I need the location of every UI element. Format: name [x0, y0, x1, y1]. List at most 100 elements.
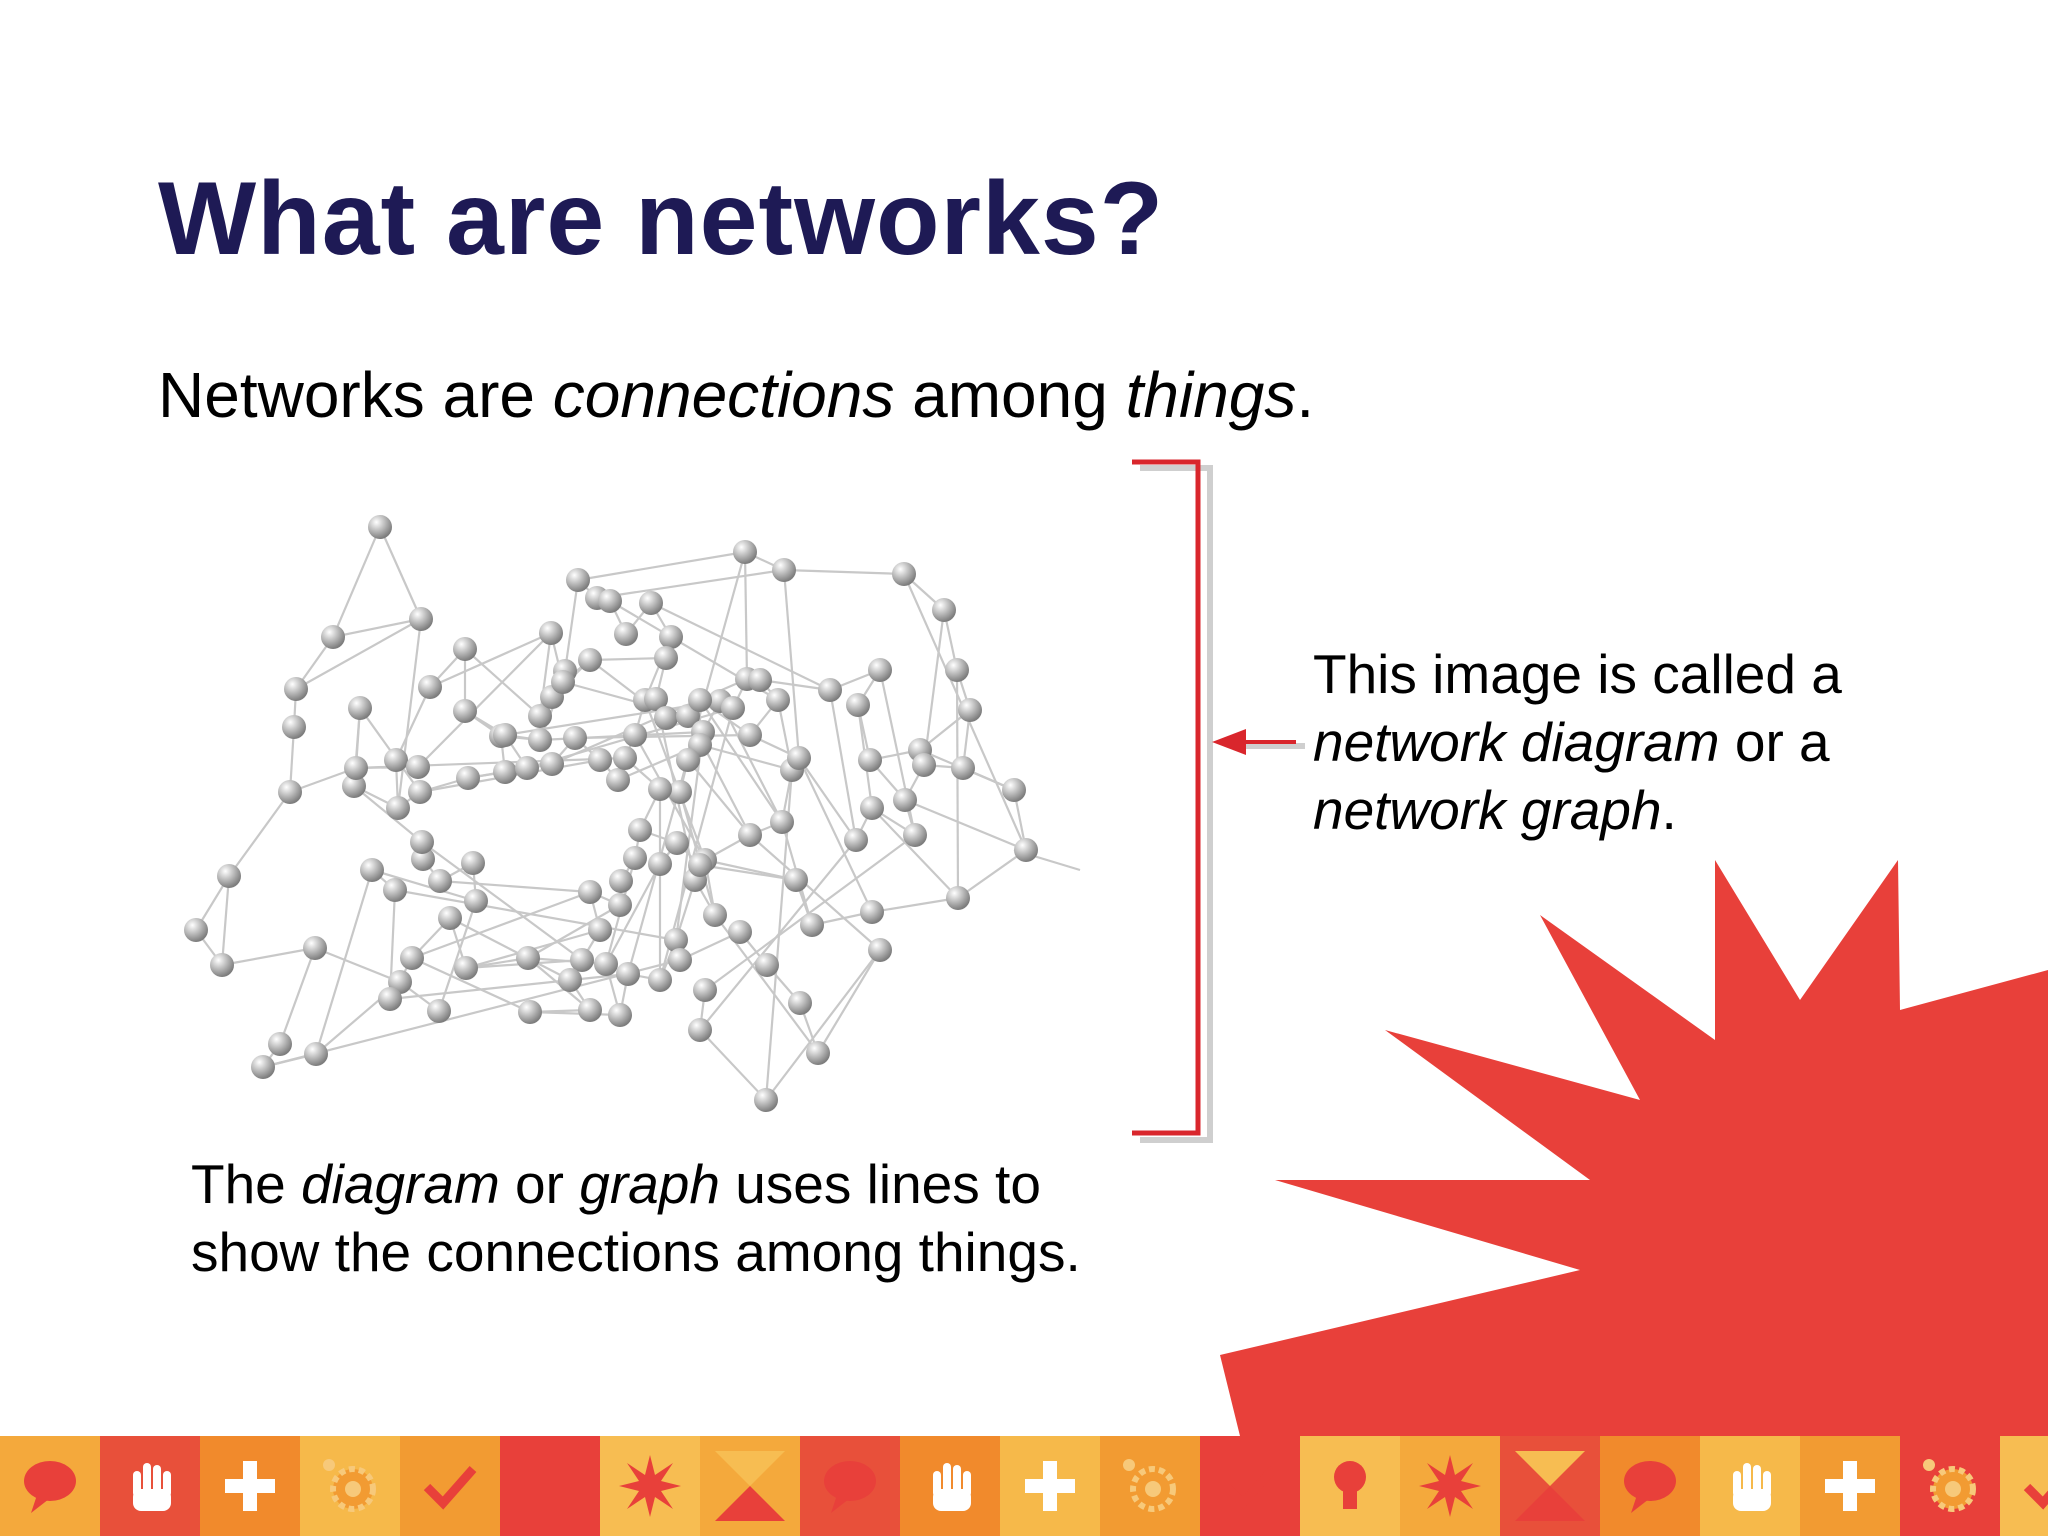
footer-tile — [1500, 1436, 1600, 1536]
network-node — [755, 953, 779, 977]
caption-part: or — [499, 1153, 580, 1215]
network-node — [528, 704, 552, 728]
network-edge — [574, 733, 751, 740]
network-node — [321, 625, 345, 649]
network-node — [628, 818, 652, 842]
network-edge — [687, 759, 751, 836]
network-node — [411, 847, 435, 871]
caption-right-line-1: This image is called a — [1313, 643, 1842, 705]
network-node — [787, 746, 811, 770]
footer-tile — [600, 1436, 700, 1536]
network-edge — [605, 863, 661, 965]
network-edge — [817, 949, 881, 1054]
network-node — [860, 900, 884, 924]
network-node — [721, 696, 745, 720]
network-node — [184, 918, 208, 942]
caption-part: or a — [1719, 711, 1830, 773]
network-edge — [765, 949, 881, 1101]
footer-tile — [1600, 1436, 1700, 1536]
network-node — [784, 868, 808, 892]
network-edge — [394, 888, 677, 942]
footer-tile — [300, 1436, 400, 1536]
network-node — [806, 1041, 830, 1065]
network-edge — [704, 834, 916, 991]
hand-icon — [1733, 1463, 1771, 1511]
network-node — [570, 948, 594, 972]
network-node — [688, 1018, 712, 1042]
bracket-shadow — [1140, 465, 1213, 1143]
footer-tile — [400, 1436, 500, 1536]
network-node — [558, 968, 582, 992]
network-edge — [378, 526, 423, 620]
caption-right-line-3: network graph. — [1313, 776, 1842, 844]
network-node — [410, 830, 434, 854]
speech-bubble-icon — [1624, 1461, 1676, 1513]
network-edge — [589, 656, 667, 662]
checkmark-icon — [2023, 1483, 2048, 1510]
footer-tile — [0, 1436, 100, 1536]
network-node — [344, 756, 368, 780]
network-node — [738, 723, 762, 747]
network-node — [748, 668, 772, 692]
network-node — [594, 952, 618, 976]
network-node — [606, 768, 630, 792]
network-edge — [749, 834, 881, 951]
network-edge — [429, 631, 552, 689]
subtitle-part: . — [1296, 359, 1315, 431]
network-node — [378, 987, 402, 1011]
network-edge — [563, 579, 580, 672]
network-node — [703, 903, 727, 927]
footer-tile — [200, 1436, 300, 1536]
hourglass-icon — [1515, 1451, 1585, 1521]
network-node — [945, 658, 969, 682]
caption-bottom-line-2: show the connections among things. — [191, 1221, 1081, 1283]
network-node — [608, 893, 632, 917]
gear-icon — [1923, 1459, 1976, 1512]
plus-icon — [1825, 1461, 1875, 1511]
subtitle-emphasis: things — [1125, 359, 1297, 431]
hand-icon — [133, 1463, 171, 1511]
network-node — [1014, 838, 1038, 862]
network-node — [770, 810, 794, 834]
network-node — [284, 677, 308, 701]
network-node — [454, 956, 478, 980]
network-node — [386, 796, 410, 820]
caption-emphasis: graph — [579, 1153, 720, 1215]
hourglass-icon — [715, 1451, 785, 1521]
network-node — [303, 936, 327, 960]
caption-emphasis: network graph — [1313, 779, 1662, 841]
network-node — [728, 920, 752, 944]
network-edge — [527, 904, 621, 959]
subtitle-emphasis: connections — [552, 359, 895, 431]
network-node — [668, 780, 692, 804]
starburst-icon — [1419, 1455, 1481, 1517]
network-edge — [798, 757, 873, 913]
network-edge — [314, 869, 374, 1055]
footer-tile — [1100, 1436, 1200, 1536]
network-node — [623, 846, 647, 870]
network-edge — [221, 946, 316, 967]
network-node — [608, 1003, 632, 1027]
network-node — [868, 938, 892, 962]
network-node — [456, 766, 480, 790]
network-node — [766, 688, 790, 712]
network-node — [588, 918, 612, 942]
network-node — [348, 696, 372, 720]
network-node — [427, 999, 451, 1023]
network-node — [688, 688, 712, 712]
network-node — [461, 851, 485, 875]
caption-part: . — [1661, 779, 1677, 841]
network-edge — [228, 791, 291, 877]
network-node — [609, 869, 633, 893]
network-edge — [955, 669, 960, 899]
network-node — [613, 746, 637, 770]
network-edge — [699, 1029, 767, 1101]
network-node — [251, 1055, 275, 1079]
caption-bottom-line-1: The diagram or graph uses lines to — [191, 1150, 1081, 1218]
network-node — [772, 558, 796, 582]
network-edge — [828, 689, 858, 841]
footer-tile — [1700, 1436, 1800, 1536]
caption-right: This image is called a network diagram o… — [1313, 640, 1842, 844]
network-node — [453, 699, 477, 723]
